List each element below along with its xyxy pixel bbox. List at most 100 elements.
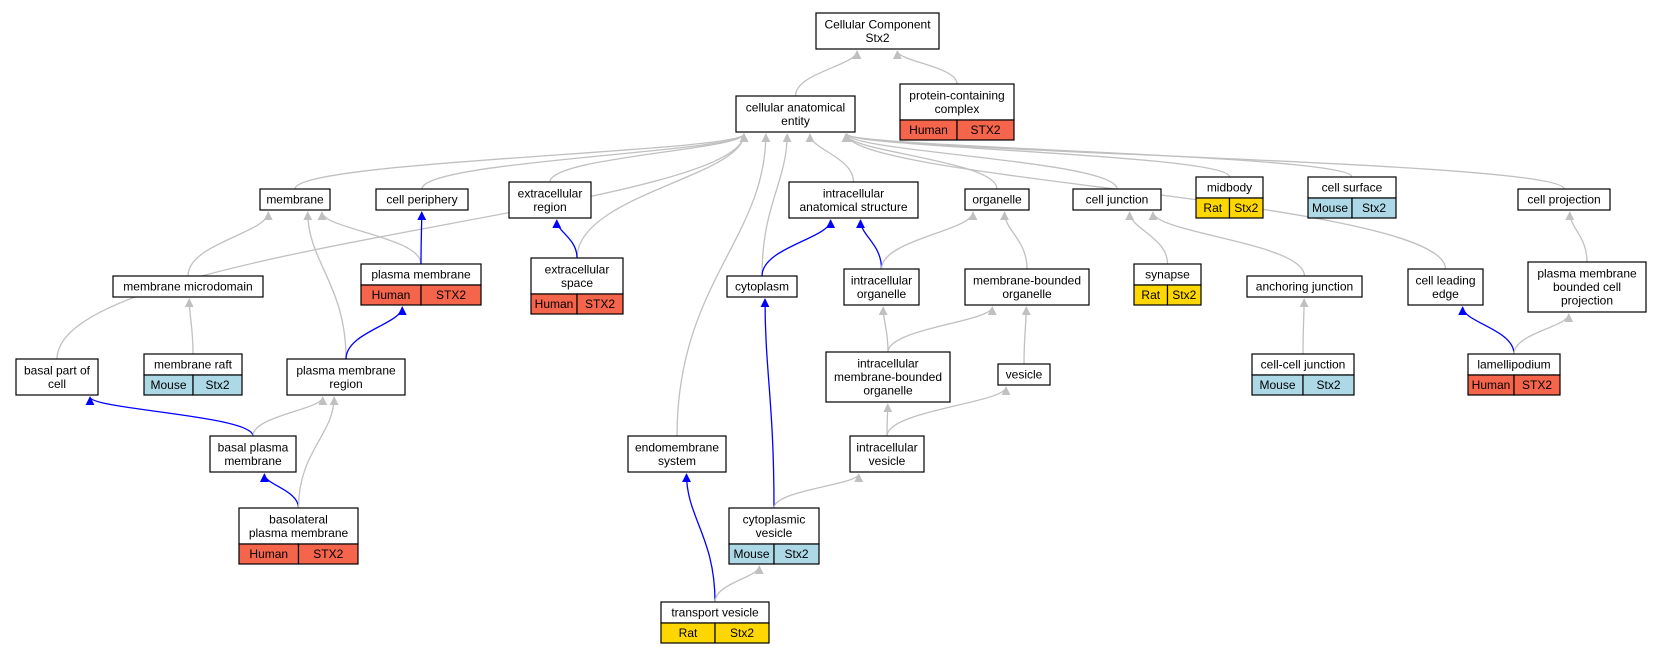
node-label: organelle xyxy=(857,287,907,301)
edge-is_a-basalpartofcell-to-cae xyxy=(56,133,749,360)
edge-part_of-transportvesicle-to-endomembrane xyxy=(682,473,716,603)
edge-is_a-intracellularorganelle-to-organelle xyxy=(880,211,978,270)
node-label: intracellular xyxy=(857,357,918,371)
node-label: system xyxy=(658,454,696,468)
node-box xyxy=(815,12,940,50)
edge-is_a-intracellularvesicle-to-imbo xyxy=(883,403,893,437)
node-label: cell junction xyxy=(1086,193,1149,207)
node-label: anchoring junction xyxy=(1256,280,1353,294)
gene-label: Stx2 xyxy=(1172,288,1196,302)
species-label: Human xyxy=(249,547,288,561)
edge-is_a-imbo-to-mbo xyxy=(887,306,997,353)
edge-is_a-celljunction2-to-anchoringjunction xyxy=(1299,298,1309,355)
species-label: Human xyxy=(535,297,574,311)
gene-label: STX2 xyxy=(970,123,1000,137)
node-box xyxy=(238,507,359,545)
gene-cell xyxy=(773,543,820,565)
node-box xyxy=(112,275,264,298)
node-label: protein-containing xyxy=(909,88,1004,102)
node-label: cytoplasm xyxy=(735,280,789,294)
node-membrane[interactable]: membrane xyxy=(259,188,331,211)
node-cellprojection[interactable]: cell projection xyxy=(1517,188,1611,211)
edge-is_a-pmbcp-to-cellprojection xyxy=(1565,211,1588,263)
edge-is_a-plasmamembrane-to-membrane xyxy=(317,211,422,265)
edge-is_a-mbo-to-organelle xyxy=(1000,211,1028,270)
node-cytoplasm[interactable]: cytoplasm xyxy=(726,275,798,298)
node-label: lamellipodium xyxy=(1477,358,1550,372)
gene-cell xyxy=(192,374,243,396)
node-label: membrane raft xyxy=(154,358,233,372)
node-label: membrane-bounded xyxy=(973,273,1081,287)
node-box xyxy=(1517,188,1611,211)
node-anchoringjunction[interactable]: anchoring junction xyxy=(1246,275,1363,298)
node-box xyxy=(1407,268,1484,306)
node-box xyxy=(1527,261,1647,313)
node-membranemicrodomain[interactable]: membrane microdomain xyxy=(112,275,264,298)
node-label: synapse xyxy=(1145,268,1190,282)
gene-label: STX2 xyxy=(313,547,343,561)
gene-cell xyxy=(714,622,770,644)
node-label: intracellular xyxy=(851,273,912,287)
edge-part_of-lamellipodium-to-cellleadingedge xyxy=(1458,306,1515,355)
node-label: edge xyxy=(1432,287,1459,301)
edge-is_a-intracellularvesicle-to-vesicle xyxy=(886,386,1011,437)
edge-part_of-plasmamembrane-to-cellperiphery xyxy=(417,211,427,265)
node-cellperiphery[interactable]: cell periphery xyxy=(375,188,469,211)
edge-is_a-cellprojection-to-cae xyxy=(842,133,1565,190)
node-organelle[interactable]: organelle xyxy=(964,188,1030,211)
edge-is_a-extracellularspace-to-cae xyxy=(576,133,749,259)
node-label: membrane xyxy=(266,193,324,207)
edge-is_a-basalpm-to-pmregion xyxy=(252,396,328,437)
gene-label: Stx2 xyxy=(205,378,229,392)
node-box xyxy=(726,275,798,298)
gene-cell xyxy=(956,119,1015,141)
node-box xyxy=(209,435,297,473)
edge-is_a-anchoringjunction-to-celljunction xyxy=(1148,211,1306,277)
node-box xyxy=(1246,275,1363,298)
node-celljunction[interactable]: cell junction xyxy=(1072,188,1162,211)
node-box xyxy=(530,257,624,295)
node-label: cell periphery xyxy=(386,193,457,207)
edge-is_a-endomembrane-to-cae xyxy=(676,133,771,437)
node-label: cellular anatomical xyxy=(746,100,845,114)
species-label: Mouse xyxy=(1312,201,1348,215)
node-label: vesicle xyxy=(1006,368,1043,382)
edge-part_of-intracellularorganelle-to-ias xyxy=(856,219,883,270)
node-label: region xyxy=(329,377,362,391)
node-box xyxy=(997,363,1051,386)
node-vesicle[interactable]: vesicle xyxy=(997,363,1051,386)
node-box xyxy=(728,507,820,545)
node-label: extracellular xyxy=(518,186,583,200)
edge-is_a-basolateralpm-to-pmregion xyxy=(297,396,339,509)
gene-cell xyxy=(1302,374,1355,396)
node-box xyxy=(899,83,1015,121)
node-label: plasma membrane xyxy=(1537,267,1637,281)
